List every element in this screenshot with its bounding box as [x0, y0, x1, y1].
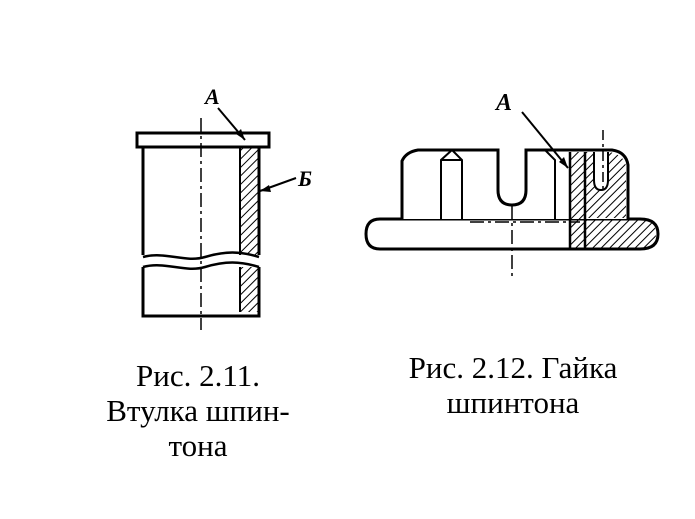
nut-base-section: [586, 220, 656, 248]
nut-drawing: [364, 111, 660, 280]
caption-bushing-line2: Втулка шпин-: [106, 393, 290, 428]
label-b-left: Б: [297, 166, 312, 191]
caption-nut: Рис. 2.12. Гайка шпинтона: [378, 350, 648, 420]
leader-a-right: [521, 111, 569, 169]
caption-bushing-line3: тона: [168, 428, 228, 463]
bushing-wall-section-lower: [241, 267, 258, 312]
break-line-top: [142, 251, 260, 260]
bushing-drawing: [135, 107, 297, 330]
label-a-right: А: [494, 90, 512, 116]
caption-nut-line2: шпинтона: [446, 385, 580, 420]
bushing-wall-section-upper: [241, 147, 258, 255]
bushing-flange: [135, 131, 271, 149]
nut-slot: [496, 150, 528, 207]
break-line-bottom: [142, 261, 260, 270]
nut-wall-section: [570, 152, 584, 248]
caption-bushing-line1: Рис. 2.11.: [136, 358, 260, 393]
caption-bushing: Рис. 2.11. Втулка шпин- тона: [88, 358, 308, 463]
label-a-left: А: [203, 84, 220, 109]
caption-nut-line1: Рис. 2.12. Гайка: [408, 350, 618, 385]
